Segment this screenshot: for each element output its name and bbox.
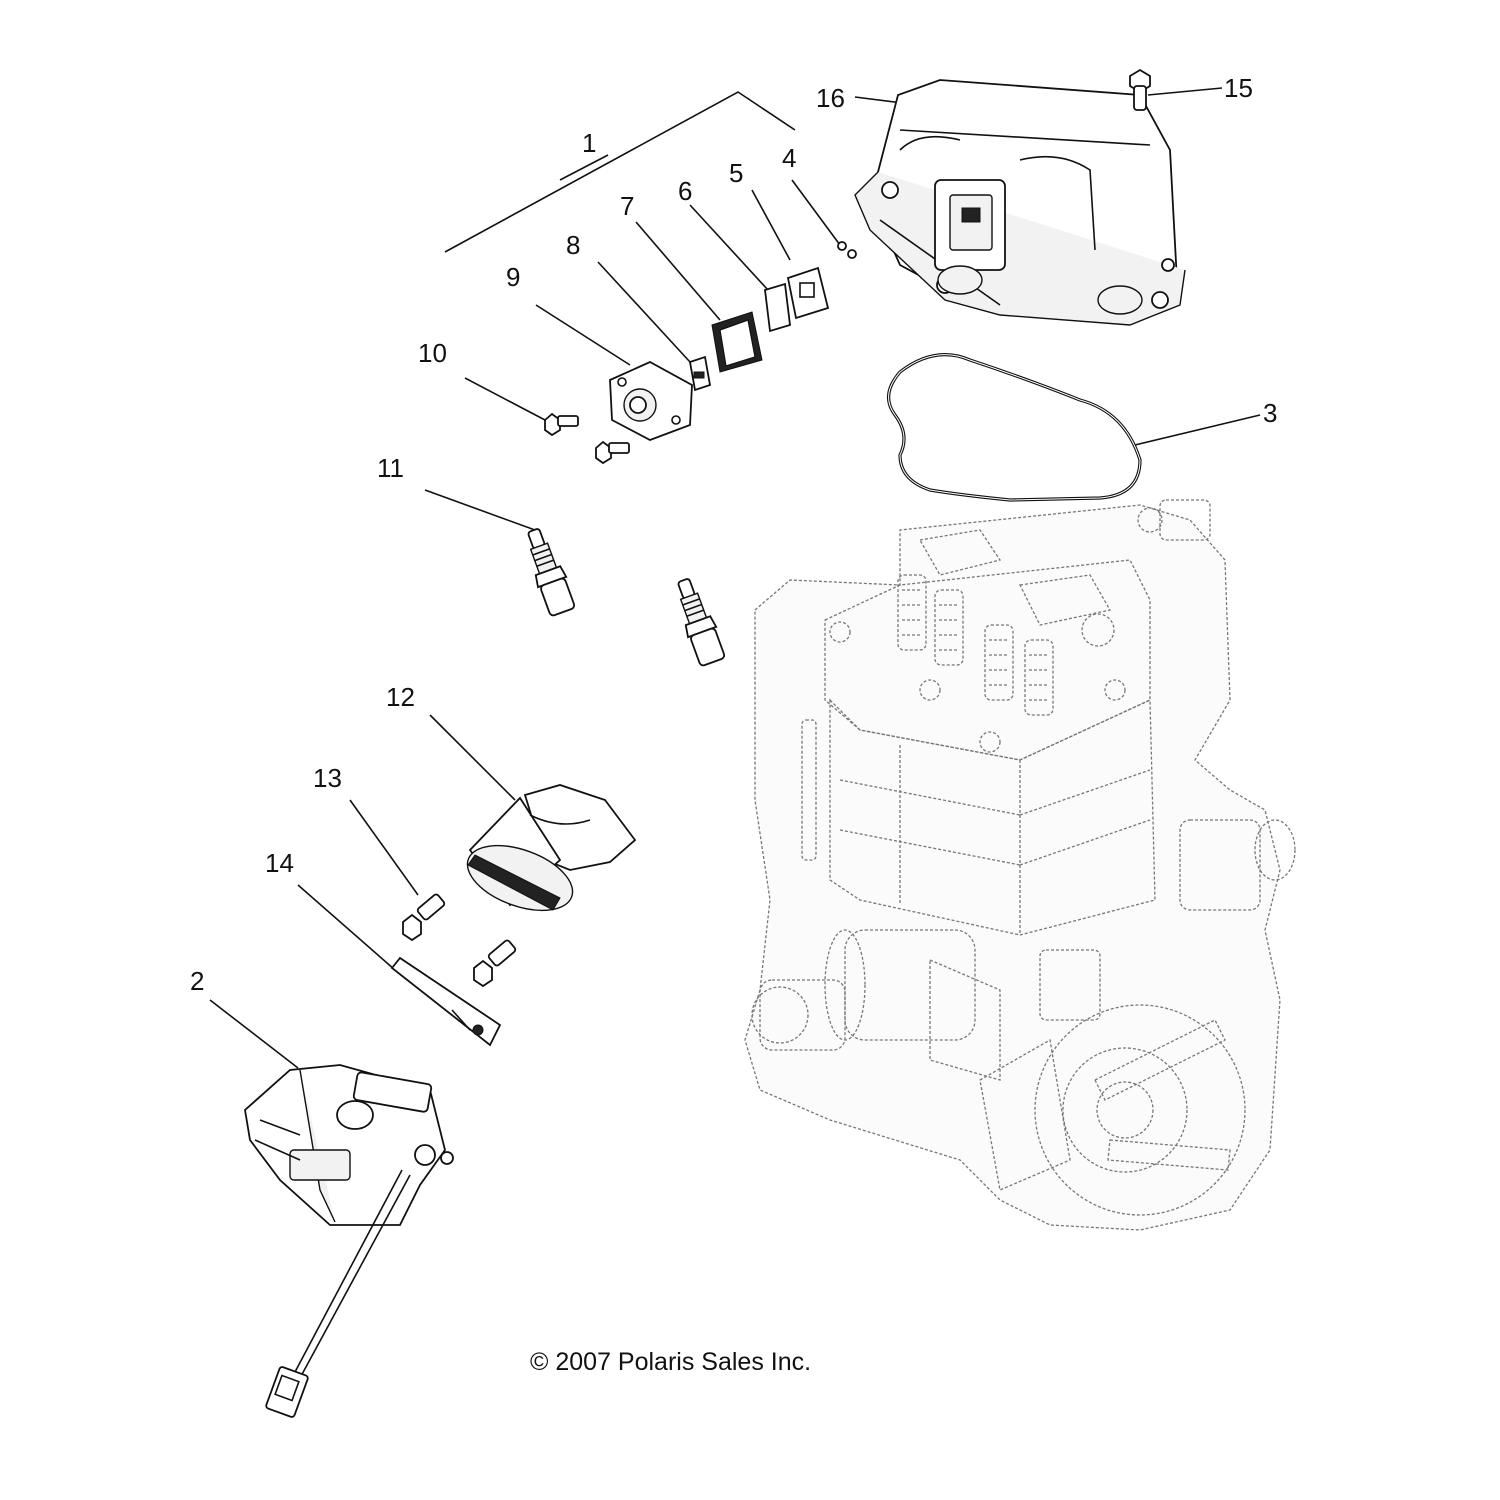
callout-8: 8 — [566, 230, 581, 260]
valve-cover — [854, 79, 1186, 326]
hose-clamp — [390, 956, 502, 1047]
leader-6 — [689, 204, 769, 291]
throttle-body-adapter — [466, 784, 637, 912]
valve-cover-bolt — [1129, 68, 1151, 111]
spark-plugs — [527, 528, 726, 667]
leader-13 — [349, 799, 419, 896]
housing-bolts — [544, 412, 630, 465]
reed-housing — [609, 360, 693, 441]
leader-10 — [464, 377, 546, 421]
callout-12: 12 — [386, 682, 415, 712]
adapter-bolts — [402, 893, 517, 988]
callout-14: 14 — [265, 848, 294, 878]
engine-block-phantom — [744, 499, 1296, 1231]
leader-11 — [424, 489, 536, 531]
callout-9: 9 — [506, 262, 521, 292]
leader-lines — [209, 87, 1261, 1069]
small-screws — [837, 241, 857, 259]
reed-cover-plate — [786, 266, 830, 320]
leader-12 — [429, 714, 516, 801]
callout-4: 4 — [782, 143, 797, 173]
bracket-1 — [444, 91, 796, 253]
throttle-body — [244, 1064, 454, 1418]
callout-7: 7 — [620, 191, 635, 221]
callout-6: 6 — [678, 176, 693, 206]
reed-plate — [688, 355, 712, 392]
callout-15: 15 — [1224, 73, 1253, 103]
valve-cover-gasket — [887, 353, 1142, 502]
leader-7 — [635, 221, 721, 321]
leader-15 — [1147, 87, 1223, 96]
leader-8 — [597, 261, 691, 363]
leader-2 — [209, 999, 299, 1069]
leader-5 — [751, 189, 791, 261]
copyright-notice: © 2007 Polaris Sales Inc. — [530, 1348, 812, 1376]
leader-3 — [1134, 414, 1261, 446]
callout-5: 5 — [729, 158, 744, 188]
callout-1: 1 — [582, 128, 597, 158]
callout-3: 3 — [1263, 398, 1278, 428]
callout-2: 2 — [190, 966, 205, 996]
callout-16: 16 — [816, 83, 845, 113]
reed — [764, 282, 791, 333]
valve-springs — [897, 574, 1054, 716]
reed-gasket — [711, 311, 763, 373]
callout-13: 13 — [313, 763, 342, 793]
callout-11: 11 — [377, 453, 404, 483]
leader-14 — [297, 884, 396, 971]
callout-10: 10 — [418, 338, 447, 368]
leader-4 — [791, 179, 841, 246]
leader-9 — [535, 304, 631, 366]
